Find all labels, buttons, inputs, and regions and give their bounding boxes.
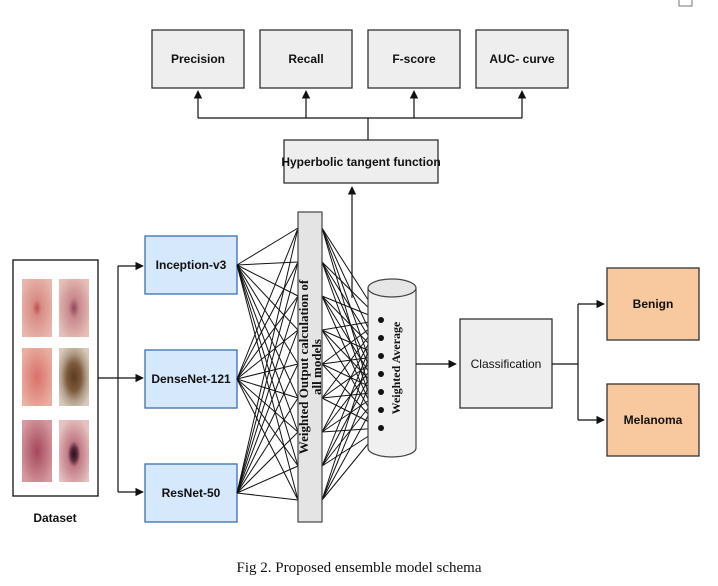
connection-line [236, 329, 299, 380]
connection-line [236, 397, 299, 494]
connection-line [236, 329, 299, 494]
lesion-image [59, 420, 89, 482]
model-inception: Inception-v3 [144, 235, 238, 295]
connection-line [236, 378, 299, 501]
weighted-average-label: Weighted Average [389, 321, 403, 414]
dataset-connectors [98, 261, 144, 497]
weighted-output-label-line1: Weighted Output calculation of [296, 279, 311, 454]
activation-label: Hyperbolic tangent function [281, 155, 440, 169]
input-node [378, 371, 384, 377]
connection-line [236, 264, 299, 467]
activation-box: Hyperbolic tangent function [281, 139, 441, 184]
model-densenet-label: DenseNet-121 [151, 372, 231, 386]
model-resnet-label: ResNet-50 [162, 486, 221, 500]
connection-line [236, 261, 299, 266]
metric-auc: AUC- curve [475, 29, 569, 89]
input-node [378, 389, 384, 395]
connection-line [236, 295, 299, 380]
connection-line [236, 363, 299, 494]
weighted-average-inputs [378, 317, 384, 431]
connection-line [236, 264, 299, 331]
connection-line [236, 492, 299, 501]
connection-line [236, 378, 299, 467]
metric-fscore-label: F-score [392, 52, 436, 66]
weighted-output-bar: Weighted Output calculation of all model… [296, 211, 324, 523]
connection-line [236, 261, 299, 494]
weighted-average-cylinder: Weighted Average [367, 278, 417, 458]
output-melanoma-label: Melanoma [624, 413, 683, 427]
output-benign-label: Benign [633, 297, 674, 311]
input-node [378, 407, 384, 413]
connection-line [236, 264, 299, 399]
weighted-output-label-line2: all models [309, 339, 324, 395]
metric-fscore: F-score [367, 29, 461, 89]
model-densenet: DenseNet-121 [144, 349, 238, 409]
connection-line [236, 264, 299, 297]
connection-line [236, 227, 299, 494]
connection-line [236, 227, 299, 380]
lesion-image [59, 279, 89, 337]
model-resnet: ResNet-50 [144, 463, 238, 523]
metric-precision-label: Precision [171, 52, 225, 66]
lesion-image [22, 420, 52, 482]
output-melanoma: Melanoma [606, 383, 700, 457]
lesion-image [22, 348, 52, 406]
connection-line [236, 264, 299, 365]
connection-line [236, 264, 299, 501]
metric-auc-label: AUC- curve [489, 52, 555, 66]
classification-box: Classification [459, 318, 553, 409]
connection-line [236, 295, 299, 494]
input-node [378, 425, 384, 431]
metric-bus [193, 90, 527, 140]
checkbox-icon[interactable] [678, 0, 693, 7]
connection-line [236, 227, 299, 266]
metric-precision: Precision [151, 29, 245, 89]
input-node [378, 353, 384, 359]
connection-line [236, 264, 299, 433]
connection-line [236, 363, 299, 380]
metric-recall: Recall [259, 29, 353, 89]
figure-caption: Fig 2. Proposed ensemble model schema [237, 560, 482, 576]
lesion-image [59, 348, 89, 406]
classification-label: Classification [471, 357, 542, 371]
lesion-image [22, 279, 52, 337]
output-benign: Benign [606, 267, 700, 341]
connection-line [236, 431, 299, 494]
connection-line [236, 465, 299, 494]
output-connectors [552, 299, 605, 425]
metric-recall-label: Recall [288, 52, 323, 66]
connection-line [236, 261, 299, 380]
connection-line [236, 378, 299, 433]
input-node [378, 317, 384, 323]
dataset-label: Dataset [33, 511, 76, 525]
input-node [378, 335, 384, 341]
dataset-panel [12, 259, 99, 497]
model-inception-label: Inception-v3 [156, 258, 227, 272]
connection-line [236, 378, 299, 399]
